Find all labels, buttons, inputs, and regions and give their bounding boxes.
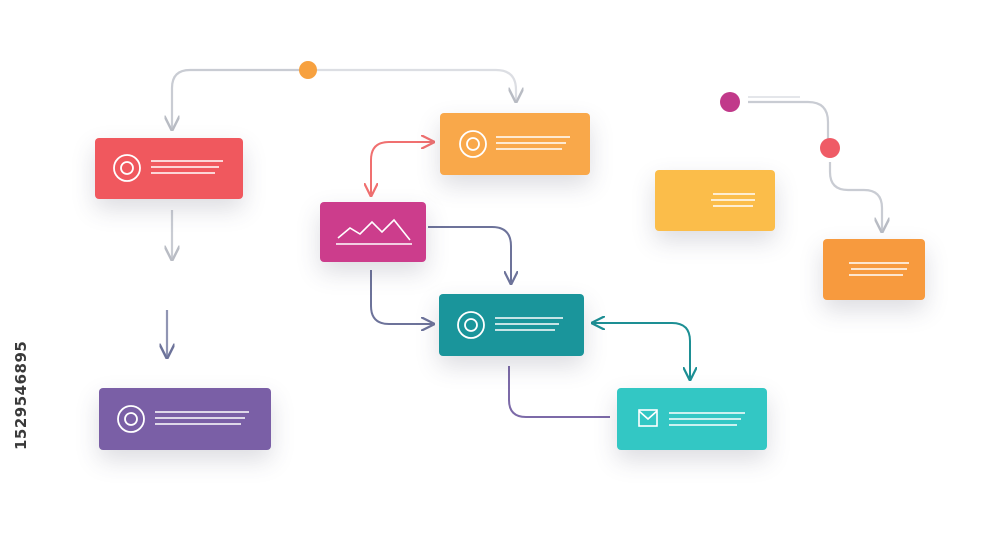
connector-coral-loop [370, 142, 432, 192]
coral-dot [820, 138, 840, 158]
magenta-chart-node [320, 202, 426, 262]
orange-dot [299, 61, 317, 79]
mail-icon [638, 409, 745, 427]
cyan-mail-node [617, 388, 767, 450]
target-icon [457, 311, 563, 339]
connector-cyan-loop [596, 322, 690, 378]
line-chart-icon [336, 218, 412, 245]
connector-top-left [172, 68, 300, 128]
connector-magenta-to-teal [428, 226, 511, 282]
magenta-dot [720, 92, 740, 112]
target-icon [117, 405, 249, 433]
text-lines-icon [711, 193, 755, 207]
orange-top-node [440, 113, 590, 175]
text-lines-icon [849, 262, 909, 276]
image-id-text: 1529546895 [12, 340, 30, 450]
purple-node [99, 388, 271, 450]
orange-right-node [823, 239, 925, 300]
red-node [95, 138, 243, 199]
target-icon [459, 130, 570, 158]
connector-coral-dot-down [828, 162, 882, 230]
connector-right-chain [748, 100, 830, 140]
teal-center-node [439, 294, 584, 356]
connector-teal-to-cyan [508, 366, 610, 418]
yellow-node [655, 170, 775, 231]
connector-top-right [316, 68, 516, 100]
target-icon [113, 154, 223, 182]
connector-magenta-down-to-teal [370, 270, 432, 324]
